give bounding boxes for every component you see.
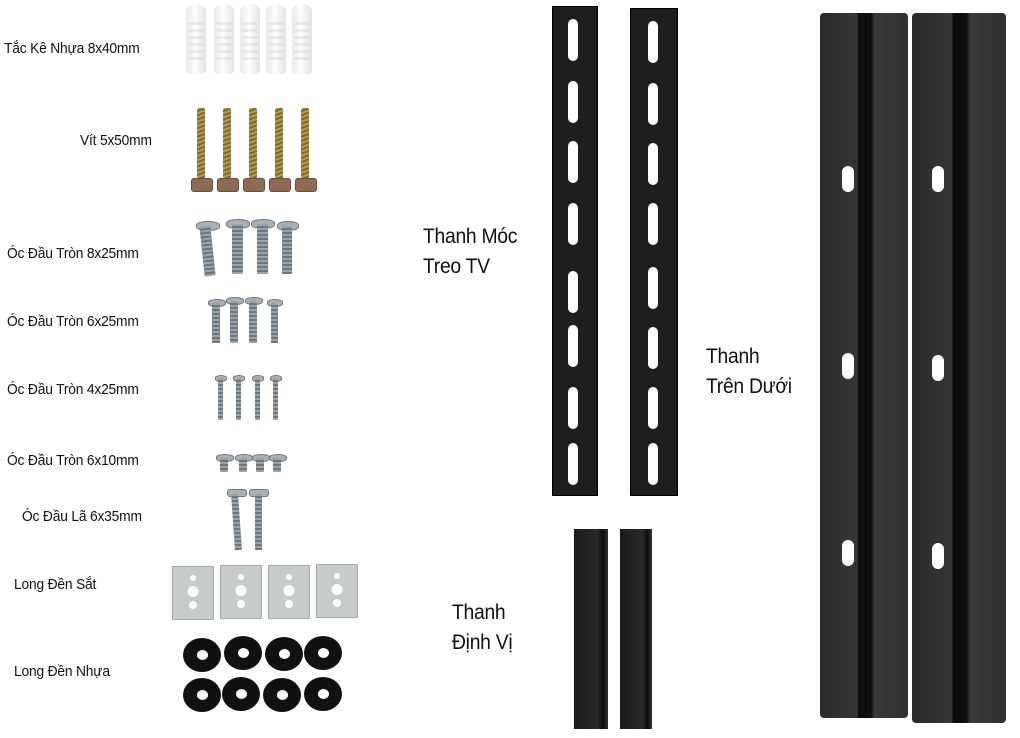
label-wood-screw: Vít 5x50mm <box>80 132 152 149</box>
positioning-bar-left <box>574 529 608 729</box>
hook-bar-left <box>552 6 598 496</box>
hook-bar-right <box>630 8 678 496</box>
label-bolt-4x25: Óc Đầu Tròn 4x25mm <box>7 381 139 398</box>
label-hook-bars: Thanh Móc Treo TV <box>423 225 518 278</box>
label-plastic-anchor: Tắc Kê Nhựa 8x40mm <box>4 40 140 57</box>
label-bolt-8x25: Óc Đầu Tròn 8x25mm <box>7 245 139 262</box>
label-positioning-bars: Thanh Định Vị <box>452 601 513 654</box>
label-flat-bolt-6x35: Óc Đầu Lã 6x35mm <box>22 508 142 525</box>
label-metal-washer: Long Đền Sắt <box>14 576 97 593</box>
label-rubber-washer: Long Đền Nhựa <box>14 663 110 680</box>
label-bolt-6x10: Óc Đầu Tròn 6x10mm <box>7 452 139 469</box>
label-rails: Thanh Trên Dưới <box>706 345 792 398</box>
rail-left <box>820 13 908 718</box>
label-bolt-6x25: Óc Đầu Tròn 6x25mm <box>7 313 139 330</box>
positioning-bar-right <box>620 529 652 729</box>
rail-right <box>912 13 1006 723</box>
